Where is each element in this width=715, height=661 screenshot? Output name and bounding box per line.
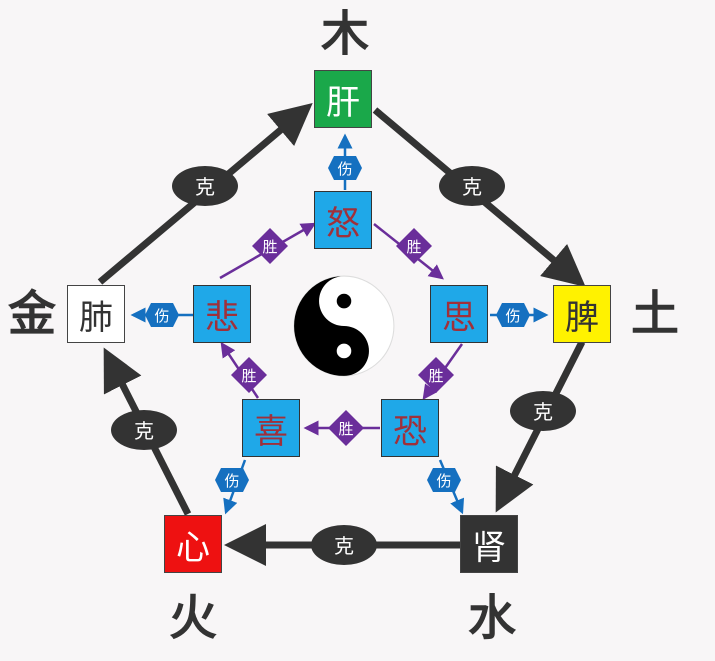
element-metal: 金 <box>7 286 56 342</box>
restrain-label: 克 <box>462 175 482 199</box>
harm-badges <box>145 156 530 492</box>
yin-yang-icon <box>293 275 395 377</box>
organ-spleen: 脾 <box>553 285 611 343</box>
emotion-anger: 怒 <box>314 191 372 249</box>
element-earth: 土 <box>630 286 679 342</box>
overcome-badges <box>231 228 454 446</box>
harm-label: 伤 <box>436 472 451 490</box>
overcome-label: 胜 <box>262 238 277 256</box>
element-fire: 火 <box>168 590 217 646</box>
element-wood: 木 <box>320 6 369 62</box>
restrain-label: 克 <box>533 400 553 424</box>
organ-liver: 肝 <box>314 70 372 128</box>
overcome-label: 胜 <box>428 367 443 385</box>
emotion-fear: 恐 <box>381 399 439 457</box>
restrain-label: 克 <box>134 419 154 443</box>
overcome-label: 胜 <box>338 420 353 438</box>
emotion-thought: 思 <box>430 285 488 343</box>
element-water: 水 <box>467 590 516 646</box>
overcome-label: 胜 <box>406 238 421 256</box>
harm-label: 伤 <box>337 160 352 178</box>
organ-heart: 心 <box>164 515 222 573</box>
organ-lung: 肺 <box>67 285 125 343</box>
emotion-grief: 悲 <box>193 285 251 343</box>
harm-label: 伤 <box>224 472 239 490</box>
restrain-label: 克 <box>195 175 215 199</box>
overcome-label: 胜 <box>241 367 256 385</box>
harm-label: 伤 <box>154 307 169 325</box>
emotion-joy: 喜 <box>242 399 300 457</box>
restrain-badges <box>111 166 576 565</box>
restrain-label: 克 <box>334 534 354 558</box>
harm-label: 伤 <box>505 307 520 325</box>
organ-kidney: 肾 <box>460 515 518 573</box>
